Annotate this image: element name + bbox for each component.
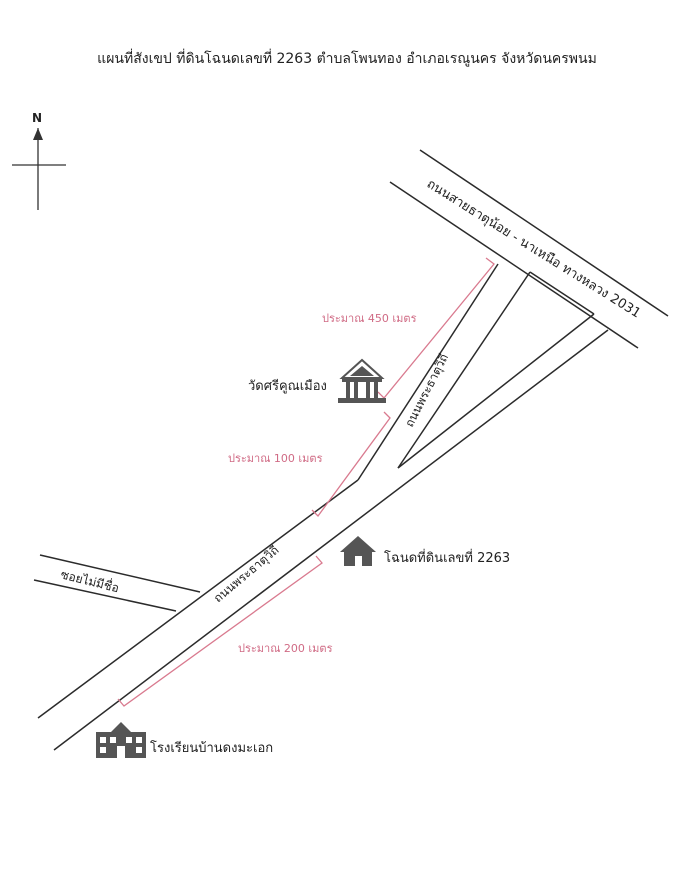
land-plot-label: โฉนดที่ดินเลขที่ 2263 [384,549,510,566]
side-alley-label: ซอยไม่มีชื่อ [59,565,121,595]
main-road-upper [357,263,531,481]
highway-2031 [389,149,669,349]
distance-200-label: ประมาณ 200 เมตร [238,642,333,655]
north-label: N [32,111,42,125]
distance-100-bracket [311,411,391,517]
distance-450-bracket [377,257,495,399]
side-alley [33,554,201,612]
highway-2031-label: ถนนสายธาตุน้อย - นาเหนือ ทางหลวง 2031 [424,176,644,322]
house-icon [340,536,376,566]
triangle-road [397,271,595,469]
distance-200-bracket [117,555,323,707]
temple-icon [338,358,386,403]
distance-100-label: ประมาณ 100 เมตร [228,452,323,465]
main-road-lower [37,329,609,751]
distance-450-label: ประมาณ 450 เมตร [322,312,417,325]
main-road-lower-label: ถนนพระธาตุวิถี [211,543,282,606]
compass-icon [12,128,66,210]
school-label: โรงเรียนบ้านดงมะเอก [150,740,273,756]
map-title: แผนที่สังเขป ที่ดินโฉนดเลขที่ 2263 ตำบลโ… [97,49,597,67]
school-icon [96,722,146,758]
temple-label: วัดศรีคูณเมือง [248,378,327,394]
main-road-upper-label: ถนนพระธาตุวิถี [402,351,452,429]
